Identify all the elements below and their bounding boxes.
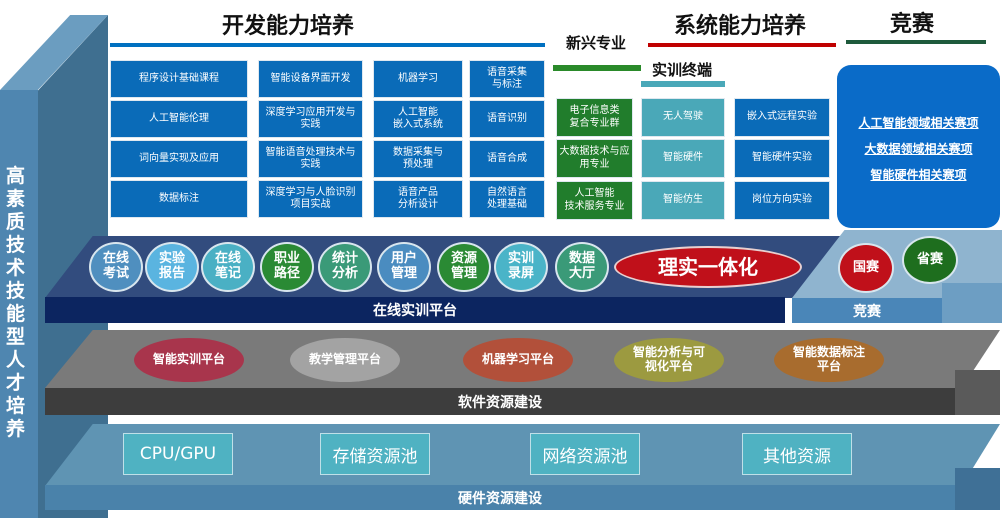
dev-underline — [110, 43, 545, 47]
course-box[interactable]: 语音识别 — [469, 100, 545, 138]
competition-link-hardware[interactable]: 智能硬件相关赛项 — [870, 168, 967, 182]
software-side — [955, 370, 1000, 415]
platform-module[interactable]: 在线 考试 — [89, 242, 143, 292]
platform-label: 在线实训平台 — [45, 297, 785, 323]
competition-header: 竞赛 — [890, 12, 935, 37]
competition-panel: 人工智能领域相关赛项 大数据领域相关赛项 智能硬件相关赛项 — [837, 65, 1000, 228]
course-box[interactable]: 机器学习 — [373, 60, 463, 98]
software-platform[interactable]: 教学管理平台 — [290, 338, 400, 382]
emerging-underline — [553, 65, 641, 71]
competition-link-bigdata[interactable]: 大数据领域相关赛项 — [864, 142, 973, 156]
course-box[interactable]: 语音合成 — [469, 140, 545, 178]
dev-header: 开发能力培养 — [222, 14, 355, 39]
platform-module[interactable]: 用户 管理 — [377, 242, 431, 292]
course-box[interactable]: 深度学习与人脸识别 项目实战 — [258, 180, 363, 218]
platform-module[interactable]: 资源 管理 — [437, 242, 491, 292]
platform-module[interactable]: 数据 大厅 — [555, 242, 609, 292]
course-box[interactable]: 智能设备界面开发 — [258, 60, 363, 98]
contest-label: 竞赛 — [792, 298, 942, 323]
hardware-resource[interactable]: 存储资源池 — [320, 433, 430, 475]
hardware-side — [955, 468, 1000, 510]
terminal-box[interactable]: 智能硬件 — [641, 139, 725, 178]
platform-module[interactable]: 职业 路径 — [260, 242, 314, 292]
experiment-box[interactable]: 智能硬件实验 — [734, 139, 830, 178]
terminal-header: 实训终端 — [652, 61, 713, 79]
software-platform[interactable]: 机器学习平台 — [463, 338, 573, 382]
course-box[interactable]: 语音采集 与标注 — [469, 60, 545, 98]
platform-module[interactable]: 实训 录屏 — [494, 242, 548, 292]
platform-module[interactable]: 统计 分析 — [318, 242, 372, 292]
platform-module[interactable]: 在线 笔记 — [201, 242, 255, 292]
national-contest: 国赛 — [838, 243, 894, 293]
course-box[interactable]: 语音产品 分析设计 — [373, 180, 463, 218]
course-box[interactable]: 智能语音处理技术与 实践 — [258, 140, 363, 178]
pillar-label: 高素质技术技能型人才培养 — [6, 165, 26, 440]
hardware-resource[interactable]: CPU/GPU — [123, 433, 233, 475]
emerging-header: 新兴专业 — [566, 34, 627, 52]
competition-underline — [846, 40, 986, 44]
software-platform[interactable]: 智能数据标注 平台 — [774, 338, 884, 382]
course-box[interactable]: 数据标注 — [110, 180, 248, 218]
hardware-resource[interactable]: 其他资源 — [742, 433, 852, 475]
hardware-label: 硬件资源建设 — [45, 485, 955, 510]
terminal-box[interactable]: 无人驾驶 — [641, 98, 725, 137]
highlight-badge: 理实一体化 — [614, 246, 802, 288]
major-box[interactable]: 电子信息类 复合专业群 — [556, 98, 633, 137]
experiment-box[interactable]: 嵌入式远程实验 — [734, 98, 830, 137]
pillar-front — [0, 90, 38, 518]
course-box[interactable]: 自然语言 处理基础 — [469, 180, 545, 218]
course-box[interactable]: 人工智能 嵌入式系统 — [373, 100, 463, 138]
major-box[interactable]: 人工智能 技术服务专业 — [556, 181, 633, 220]
software-label: 软件资源建设 — [45, 388, 955, 415]
course-box[interactable]: 词向量实现及应用 — [110, 140, 248, 178]
software-platform[interactable]: 智能分析与可 视化平台 — [614, 338, 724, 382]
course-box[interactable]: 程序设计基础课程 — [110, 60, 248, 98]
contest-side — [942, 283, 1002, 323]
major-box[interactable]: 大数据技术与应 用专业 — [556, 139, 633, 178]
experiment-box[interactable]: 岗位方向实验 — [734, 181, 830, 220]
terminal-underline — [641, 81, 725, 87]
competition-link-ai[interactable]: 人工智能领域相关赛项 — [858, 116, 979, 130]
software-platform[interactable]: 智能实训平台 — [134, 338, 244, 382]
course-box[interactable]: 深度学习应用开发与 实践 — [258, 100, 363, 138]
hardware-resource[interactable]: 网络资源池 — [530, 433, 640, 475]
provincial-contest: 省赛 — [902, 236, 958, 284]
course-box[interactable]: 人工智能伦理 — [110, 100, 248, 138]
platform-module[interactable]: 实验 报告 — [145, 242, 199, 292]
system-underline — [648, 43, 836, 47]
course-box[interactable]: 数据采集与 预处理 — [373, 140, 463, 178]
system-header: 系统能力培养 — [674, 14, 807, 39]
terminal-box[interactable]: 智能仿生 — [641, 181, 725, 220]
